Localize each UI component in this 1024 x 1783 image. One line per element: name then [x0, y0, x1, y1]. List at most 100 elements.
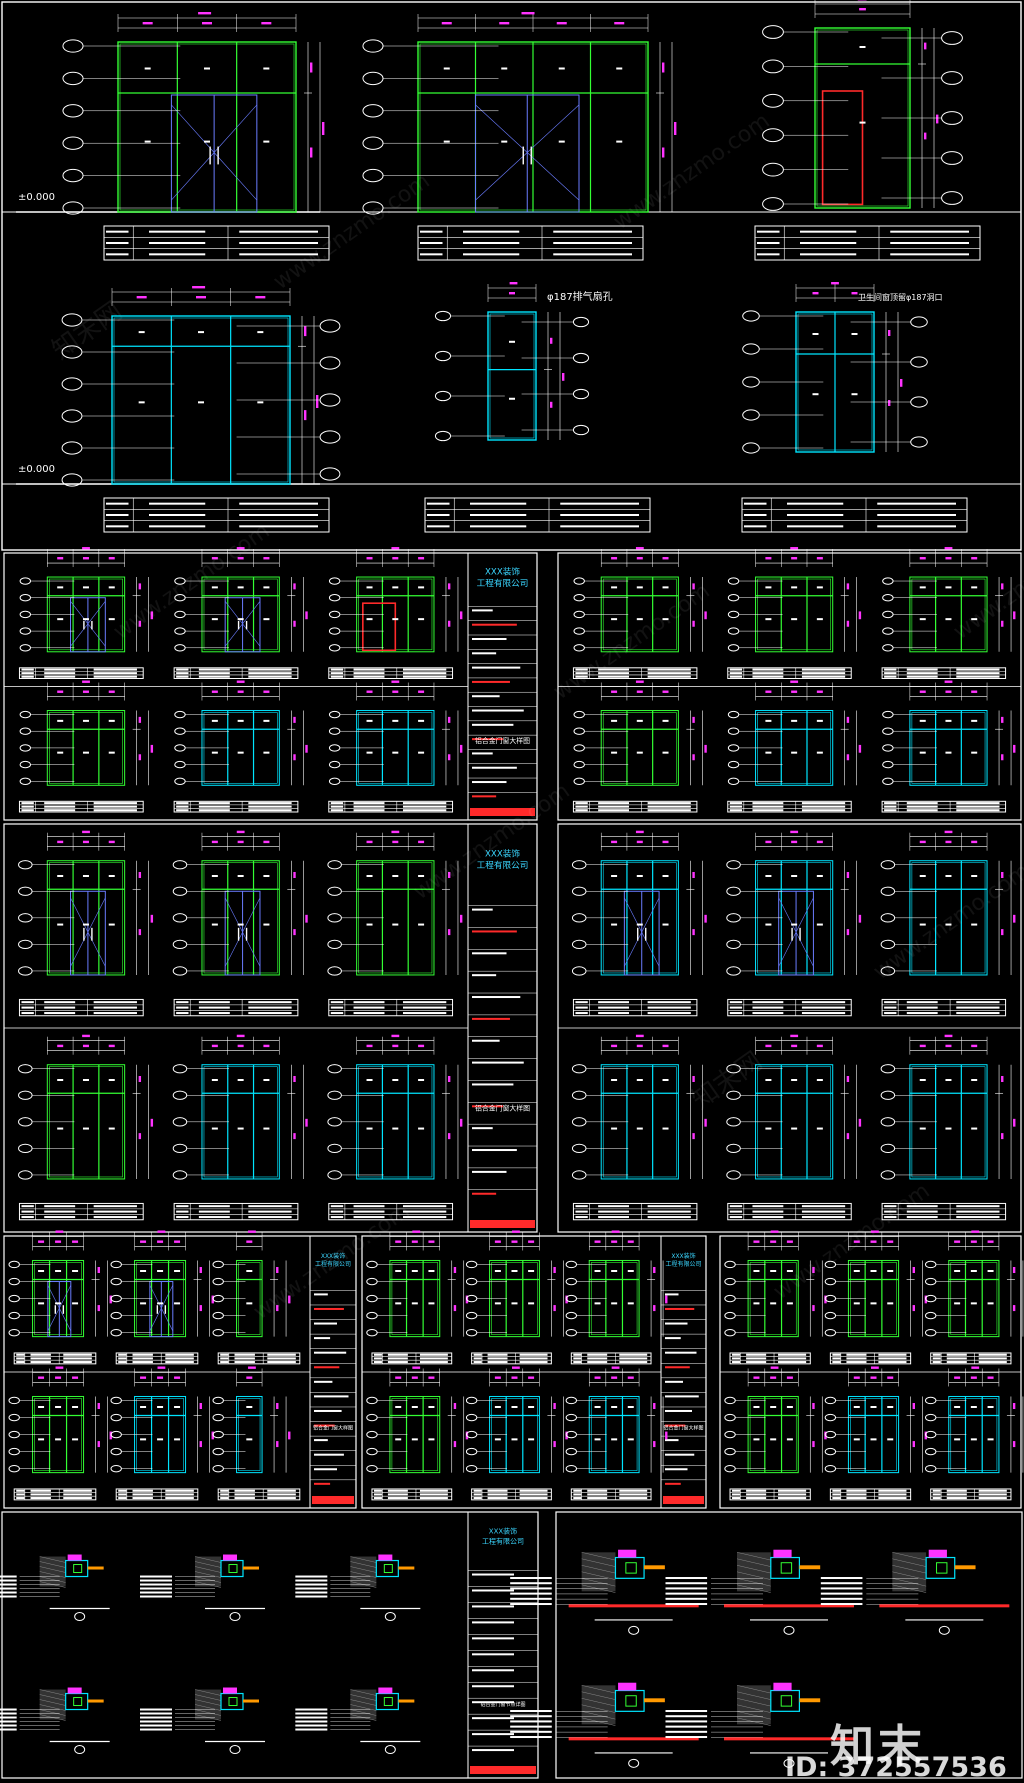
table-text-block	[427, 525, 450, 527]
title-block-stamp	[470, 1220, 535, 1228]
callout-bubble	[574, 745, 584, 751]
dimension-text	[412, 1376, 418, 1378]
pane-mark	[887, 1302, 893, 1304]
pane-mark	[72, 1406, 78, 1408]
callout-bubble	[213, 1295, 223, 1301]
dimension-text	[293, 621, 295, 627]
drawing-sheet	[558, 824, 1021, 1232]
pane-mark	[263, 141, 269, 143]
dimension-text	[692, 621, 694, 627]
pane-mark	[212, 618, 218, 620]
dimension-text	[454, 1441, 456, 1447]
pane-mark	[753, 1270, 759, 1272]
dimension-text	[82, 547, 90, 549]
pane-mark	[157, 1406, 163, 1408]
callout-bubble	[911, 357, 928, 367]
dimension-text	[448, 583, 450, 589]
table-text-block	[374, 1490, 382, 1492]
pane-mark	[791, 752, 797, 754]
table-text-block	[846, 1493, 866, 1495]
dimension-text	[854, 1376, 860, 1378]
pane-mark	[765, 720, 771, 722]
pane-mark	[392, 720, 398, 722]
dimension-text	[276, 1403, 278, 1409]
note-text	[295, 1596, 327, 1598]
callout-bubble	[329, 761, 339, 767]
callout-bubble	[213, 1414, 223, 1420]
callout-bubble	[320, 468, 340, 480]
dimension-text	[200, 1305, 202, 1311]
sheet-title: 铝合金门窗大样图	[475, 1103, 530, 1112]
table-text-block	[354, 806, 385, 808]
callout-bubble	[725, 1397, 735, 1403]
table-text-block	[575, 1012, 587, 1014]
pane-mark	[765, 618, 771, 620]
table-text-block	[730, 676, 742, 678]
table-text-block	[165, 1493, 194, 1495]
window-elevation	[883, 681, 1016, 786]
table-text-block	[470, 514, 526, 516]
pane-mark	[954, 1438, 960, 1440]
note-text	[140, 1580, 172, 1582]
node-detail	[295, 1688, 420, 1754]
callout-bubble	[63, 137, 83, 149]
table-text-block	[106, 525, 129, 527]
table-text-block	[832, 1497, 840, 1499]
pane-mark	[392, 752, 398, 754]
pane-mark	[412, 1406, 418, 1408]
title-block-text	[472, 781, 507, 783]
pane-mark	[971, 1128, 977, 1130]
note-text	[0, 1709, 17, 1711]
callout-bubble	[173, 967, 187, 975]
dimension-text	[237, 681, 245, 683]
callout-bubble	[883, 645, 893, 651]
table-text-block	[21, 676, 33, 678]
callout-bubble	[19, 967, 33, 975]
table-text-block	[248, 672, 291, 674]
dimension-text	[72, 1240, 78, 1242]
table-text-block	[575, 1007, 587, 1009]
callout-bubble	[825, 1465, 835, 1471]
dimension-text	[157, 1240, 163, 1242]
table-text-block	[520, 1497, 548, 1499]
dimension-text	[612, 1230, 620, 1232]
table-text-block	[746, 1497, 766, 1499]
callout-bubble	[173, 914, 187, 922]
table-text-block	[106, 242, 129, 244]
callout-bubble	[825, 1278, 835, 1284]
note-text	[666, 1582, 708, 1584]
table-text-block	[331, 676, 343, 678]
dimension-text	[495, 1240, 501, 1242]
table-text-block	[220, 1357, 228, 1359]
table-text-block	[730, 1012, 742, 1014]
dimension-text	[139, 583, 141, 589]
table-text-block	[956, 809, 999, 811]
callout-bubble	[883, 628, 893, 634]
callout-bubble	[883, 711, 893, 717]
note-text	[140, 1592, 172, 1594]
callout-bubble	[883, 761, 893, 767]
swing-line	[59, 1285, 70, 1308]
pane-mark	[611, 1128, 617, 1130]
callout-bubble	[825, 1448, 835, 1454]
table-text-block	[176, 1012, 188, 1014]
pane-mark	[511, 1406, 517, 1408]
table-text-block	[176, 669, 188, 671]
callout-bubble	[19, 1118, 33, 1126]
glass-pane	[937, 1563, 947, 1573]
table-text-block	[354, 1205, 385, 1207]
callout-bubble	[435, 351, 450, 360]
dimension-text	[1001, 1133, 1003, 1139]
table-text-block	[648, 809, 691, 811]
callout-bubble	[363, 105, 383, 117]
table-text-block	[470, 503, 526, 505]
watermark-brand-site: 知末网	[47, 296, 128, 365]
dimension-text	[692, 929, 694, 935]
schedule-table	[19, 1203, 143, 1219]
pane-mark	[637, 1128, 643, 1130]
callout-bubble	[385, 1746, 395, 1754]
dimension-text	[158, 1230, 166, 1232]
pane-mark	[367, 720, 373, 722]
schedule-table	[19, 801, 143, 812]
callout-bubble	[20, 761, 30, 767]
